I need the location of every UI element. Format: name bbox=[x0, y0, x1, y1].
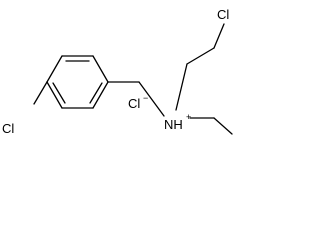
ammonium-charge: + bbox=[186, 112, 191, 122]
ammonium-label: NH bbox=[164, 117, 183, 132]
chain-chlorine-bond bbox=[213, 23, 225, 49]
chain-chlorine-label: Cl bbox=[217, 7, 229, 22]
ring-chlorine-label: Cl bbox=[2, 121, 14, 136]
ch2-nitrogen-bond bbox=[138, 81, 165, 117]
ring-chlorine-bond bbox=[33, 81, 48, 105]
chain-ch2-ch2-bond bbox=[186, 47, 215, 65]
nitrogen-ch2-chain-bond bbox=[175, 63, 188, 111]
benzene-ring bbox=[46, 55, 109, 109]
chemical-structure: Cl NH + Cl Cl − bbox=[2, 7, 233, 136]
chloride-ion-charge: − bbox=[143, 93, 148, 103]
ethyl-bond bbox=[213, 117, 233, 135]
chloride-ion-label: Cl bbox=[128, 96, 140, 111]
